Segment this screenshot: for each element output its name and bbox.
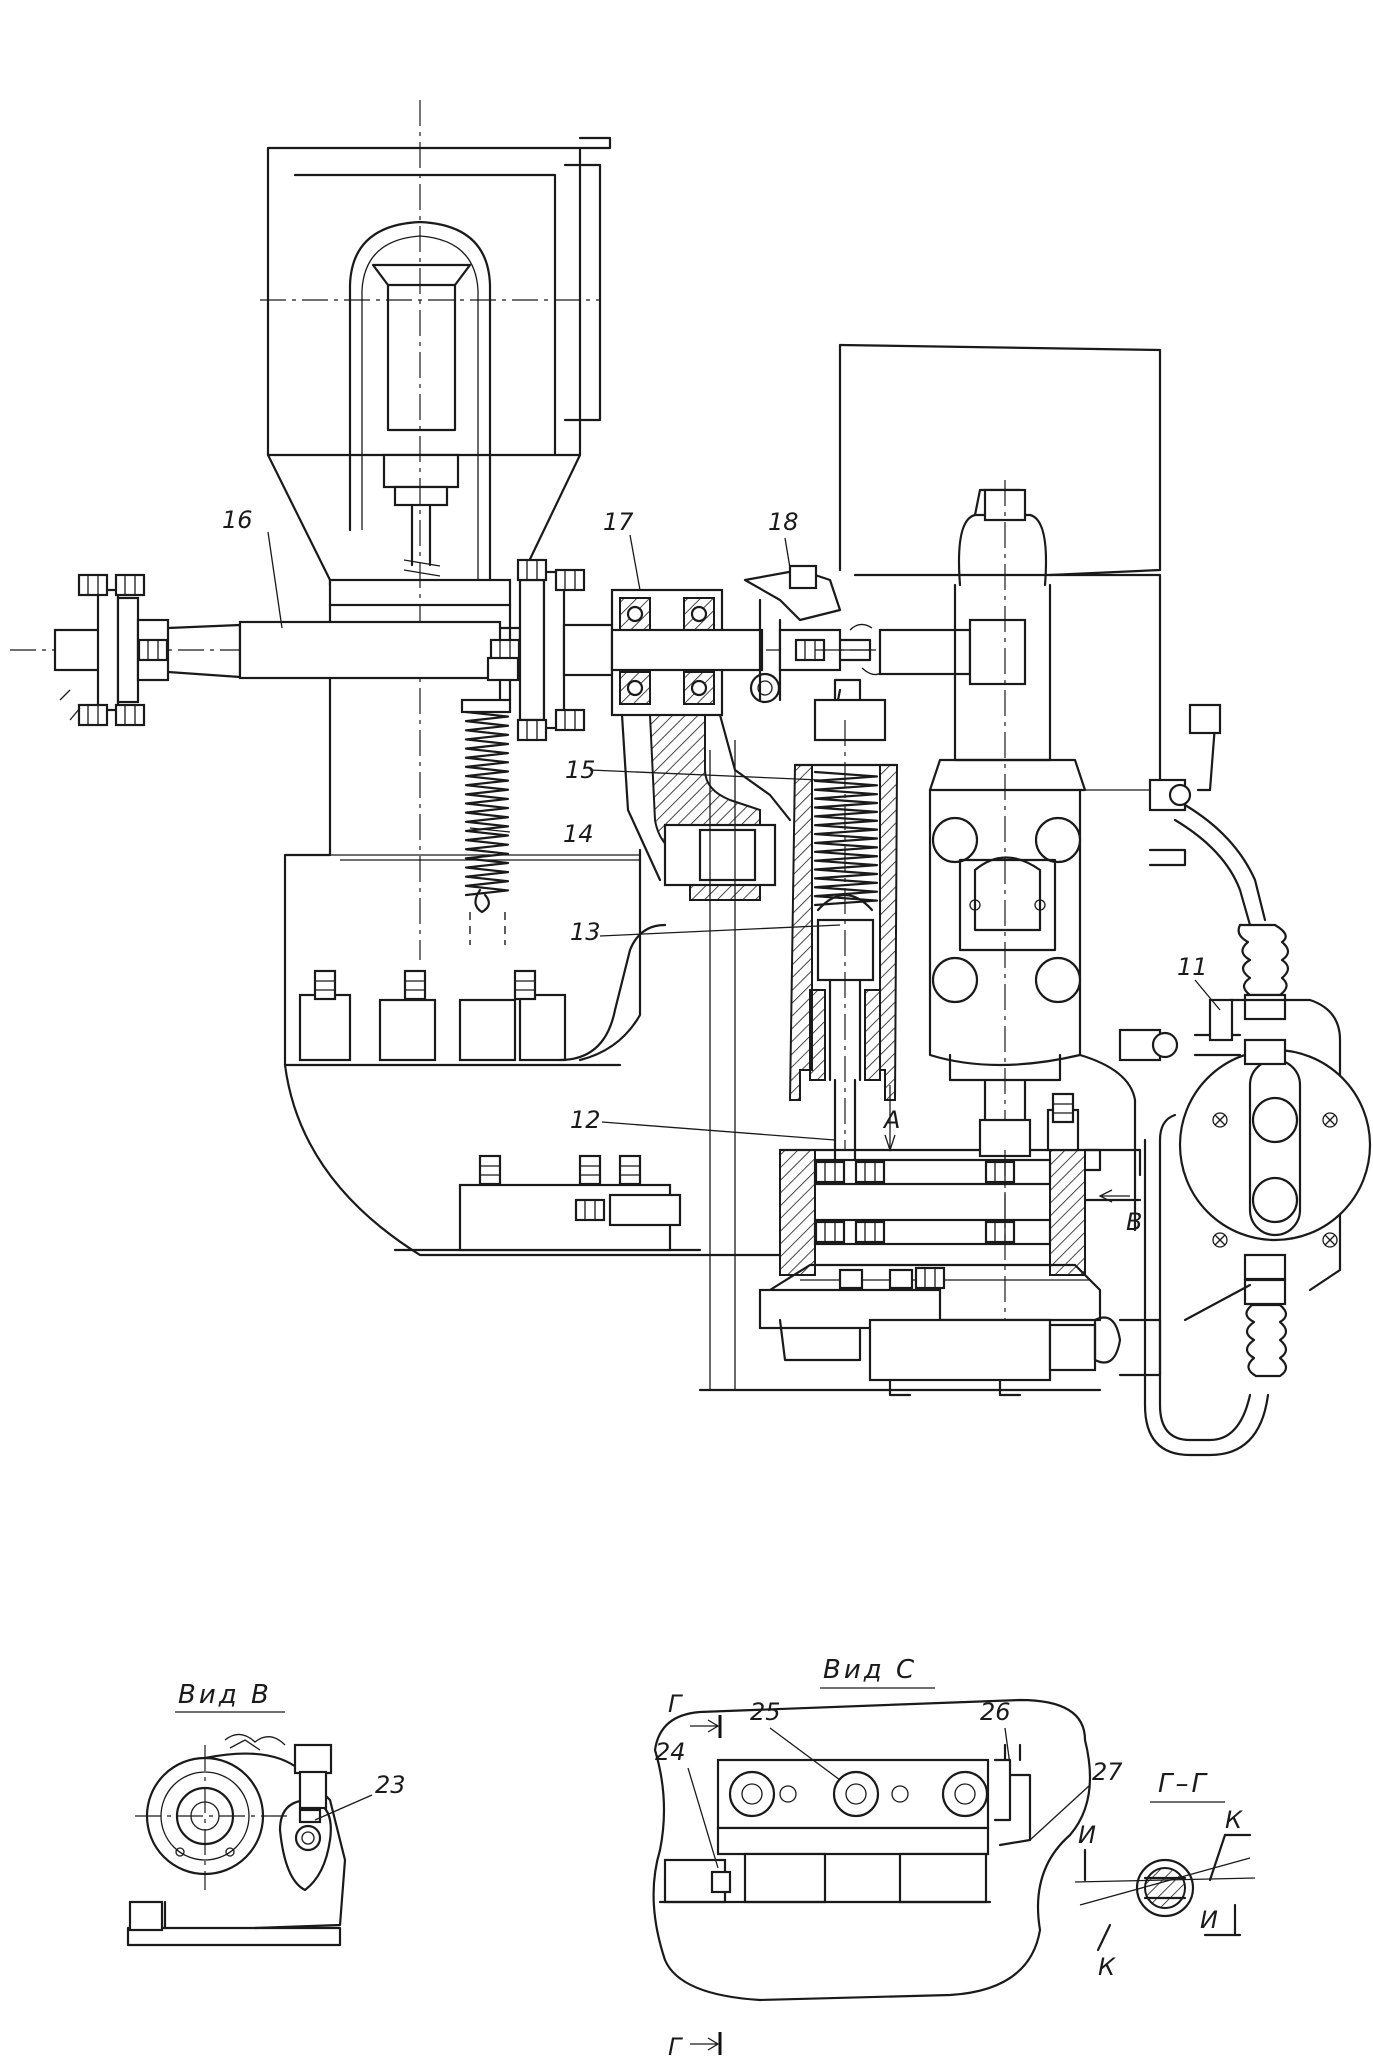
callout-13: 13: [570, 918, 601, 946]
callout-25: 25: [750, 1698, 781, 1726]
drive-shaft-16: [10, 558, 1000, 742]
section-g-g: Г–Г И К И К: [1074, 1769, 1256, 1981]
main-frame: [283, 603, 782, 1257]
view-b-title: Вид В: [178, 1680, 272, 1710]
pump-assembly-11: [1118, 703, 1372, 1457]
upper-housing: [260, 100, 612, 960]
callout-16: 16: [222, 506, 253, 534]
spring-cartridge-13-15: [788, 678, 899, 1162]
callout-27: 27: [1092, 1758, 1123, 1786]
cut-mark-top: Г: [668, 1690, 683, 1718]
callout-14: 14: [563, 820, 594, 848]
view-c-title: Вид С: [823, 1655, 917, 1685]
main-assembly-view: 16 17 18 15 14 13 12 11 A B: [10, 100, 1372, 1457]
mark-k-bottom: К: [1098, 1953, 1116, 1981]
callout-11: 11: [1177, 953, 1208, 981]
bearing-housing-17: [610, 588, 792, 901]
mark-i-right: И: [1200, 1906, 1218, 1934]
cut-mark-bottom: Г: [668, 2033, 683, 2058]
callout-18: 18: [768, 508, 799, 536]
callout-23: 23: [375, 1771, 406, 1799]
arrow-label-b: B: [1126, 1208, 1142, 1236]
callout-12: 12: [570, 1106, 601, 1134]
callout-17: 17: [603, 508, 634, 536]
callout-26: 26: [980, 1698, 1011, 1726]
callout-24: 24: [655, 1738, 686, 1766]
mark-i-left: И: [1078, 1821, 1096, 1849]
section-title: Г–Г: [1158, 1769, 1209, 1799]
mark-k-top: К: [1225, 1806, 1243, 1834]
lever-bracket-18: [743, 564, 1027, 737]
right-housing: [838, 343, 1162, 1232]
callout-leaders: [267, 531, 1221, 1203]
arrow-label-a: A: [882, 1106, 900, 1134]
lower-gearbox-12: [698, 740, 1162, 1397]
spring-14: [460, 656, 520, 945]
view-b: Вид В 23: [126, 1680, 406, 1947]
callout-15: 15: [565, 756, 596, 784]
view-c: Вид С Г Г 24 25 26 27: [652, 1655, 1123, 2058]
